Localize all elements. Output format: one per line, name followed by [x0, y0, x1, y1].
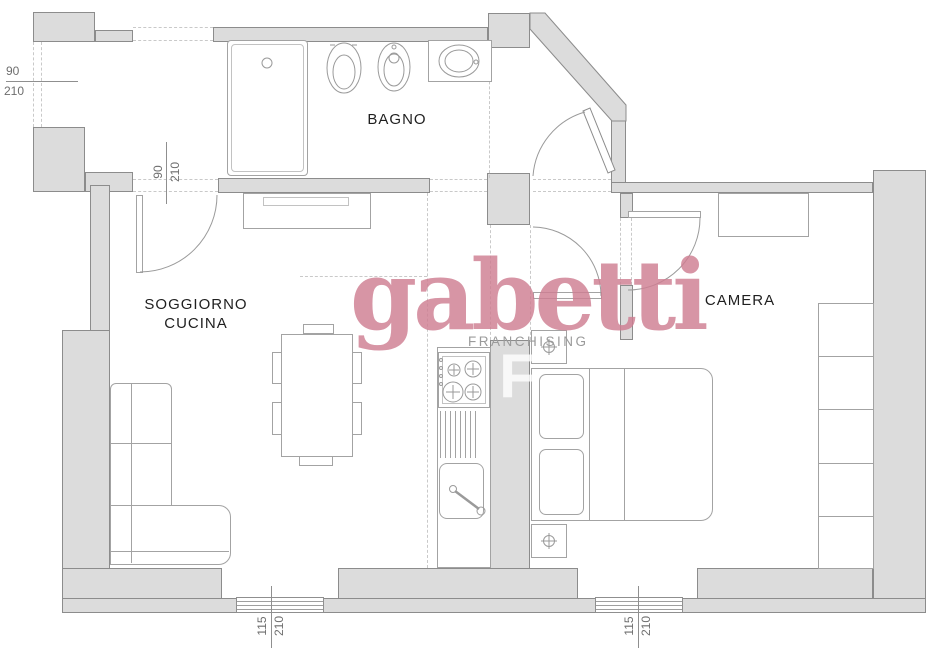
wall-segment [620, 285, 633, 340]
room-label-living-1: SOGGIORNO [144, 296, 248, 313]
wall-kitchen-divider [490, 340, 530, 569]
room-boundary-dashed [427, 193, 429, 568]
opening-dashed [533, 179, 611, 192]
gabetti-logo: gabetti [350, 239, 709, 352]
door-leaf-bedroom [628, 211, 701, 218]
background-watermark-letter: F [499, 342, 537, 411]
bed-fold-line [624, 369, 625, 520]
sofa-back-line [131, 384, 132, 563]
wall-segment [33, 12, 95, 42]
room-label-living-2: CUCINA [164, 315, 228, 332]
door-arc-bathroom [139, 194, 218, 273]
nightstand [531, 330, 567, 364]
door-arc-entrance [532, 111, 586, 177]
chair [303, 324, 334, 334]
window-living [236, 597, 324, 613]
opening-dashed [430, 179, 487, 192]
wall-segment [697, 568, 873, 599]
dim-window-living-den: 210 [272, 615, 286, 637]
window-left-opening [33, 42, 42, 127]
stove-inner [442, 356, 486, 404]
wall-segment [95, 30, 133, 42]
opening-dashed [133, 27, 213, 41]
chair [299, 456, 333, 466]
dresser [718, 193, 809, 237]
bed-fold-line [589, 369, 590, 520]
dim-door-bathroom-num: 90 [151, 165, 165, 179]
wall-segment [218, 178, 430, 193]
dim-window-left-den: 210 [4, 84, 25, 98]
wall-segment [213, 27, 488, 42]
sofa-front-line [111, 551, 229, 552]
dim-window-living-num: 115 [255, 616, 269, 636]
franchising-logo-subtext: FRANCHISING [468, 334, 589, 349]
wall-segment [611, 106, 626, 193]
dim-divider-line [166, 142, 167, 204]
room-label-bedroom: CAMERA [704, 292, 776, 309]
room-boundary-dashed [490, 225, 492, 340]
chair [352, 402, 362, 435]
door-leaf-bathroom [136, 195, 143, 273]
sofa-chaise [110, 505, 231, 565]
wall-diagonal [529, 12, 627, 122]
beam-dashed [300, 276, 427, 278]
bathroom-door-opening [133, 179, 218, 192]
shower-tray-inner [231, 44, 304, 172]
dim-divider-line [271, 586, 272, 648]
sofa-cushion-line [111, 443, 171, 444]
dim-window-bedroom-den: 210 [639, 615, 653, 637]
dim-door-bathroom-den: 210 [168, 161, 182, 183]
kitchen-sink [439, 463, 484, 519]
wardrobe [818, 303, 874, 569]
dim-window-bedroom-num: 115 [622, 616, 636, 636]
bidet-symbol [377, 42, 411, 92]
wall-segment [90, 185, 110, 331]
drainer [440, 411, 478, 458]
wall-segment [488, 13, 530, 48]
wardrobe-divider [819, 516, 873, 517]
dining-table [281, 334, 353, 457]
wall-segment [62, 568, 222, 599]
pillow [539, 374, 584, 439]
sofa-cushion-line [111, 505, 171, 506]
dim-window-left-num: 90 [6, 64, 20, 78]
wardrobe-divider [819, 356, 873, 357]
wardrobe-divider [819, 463, 873, 464]
wall-segment [338, 568, 578, 599]
room-boundary-dashed [530, 225, 532, 340]
wall-segment [62, 598, 926, 613]
room-boundary-dashed [489, 42, 491, 178]
wall-segment [487, 173, 530, 225]
nightstand [531, 524, 567, 558]
chair [352, 352, 362, 384]
wall-segment [62, 330, 110, 613]
toilet-symbol [326, 42, 362, 94]
pillow [539, 449, 584, 515]
washbasin-counter [428, 40, 492, 82]
wall-segment [611, 182, 873, 193]
wall-segment [33, 127, 85, 192]
dim-divider-line [638, 586, 639, 648]
room-label-bathroom: BAGNO [367, 111, 427, 128]
window-bedroom [595, 597, 683, 613]
wardrobe-divider [819, 409, 873, 410]
dim-leader-line [6, 81, 78, 82]
sideboard-shelf [263, 197, 349, 206]
wall-segment [873, 170, 926, 613]
